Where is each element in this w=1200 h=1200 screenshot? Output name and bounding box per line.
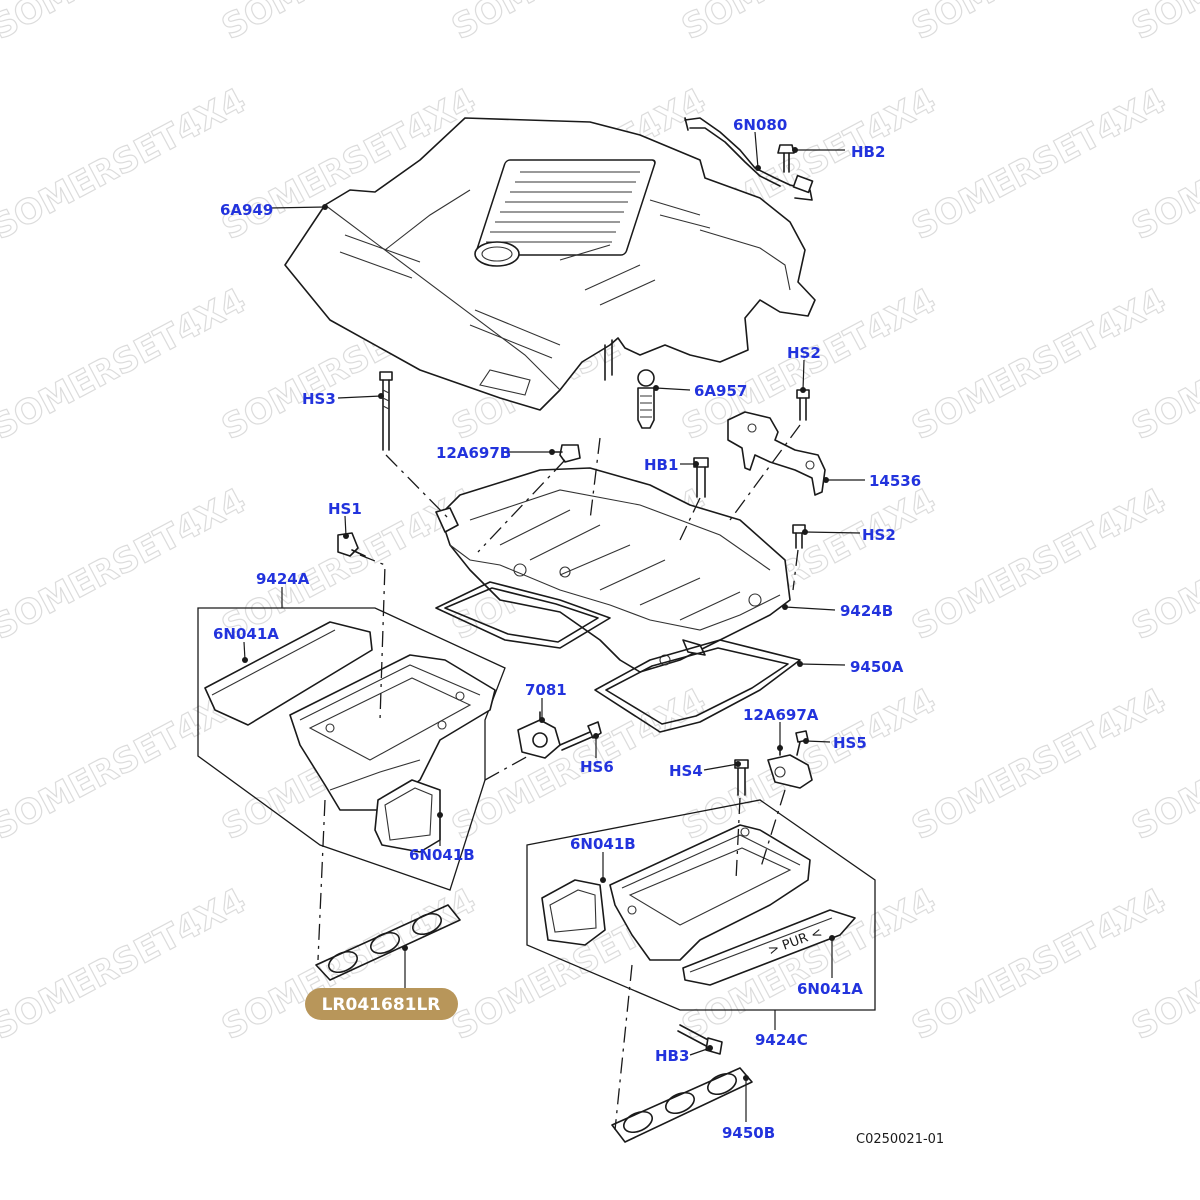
cover-plate-6N041A-left <box>204 621 373 726</box>
callout-6N041A-right: 6N041A <box>797 980 863 998</box>
watermark: SOMERSET4X4 <box>0 881 252 1048</box>
watermark: SOMERSET4X4 <box>0 481 252 648</box>
part-number-label: LR041681LR <box>322 995 441 1015</box>
callout-9450A: 9450A <box>850 658 904 676</box>
assembly-lines <box>317 424 801 1131</box>
sensor-12A697A <box>767 744 813 789</box>
callout-HB1: HB1 <box>644 456 678 474</box>
watermark: SOMERSET4X4 <box>215 0 482 48</box>
watermark: SOMERSET4X4 <box>675 0 942 48</box>
part-number-badge[interactable]: LR041681LR <box>305 988 458 1020</box>
callout-HS6: HS6 <box>580 758 614 776</box>
wiring-bracket-6N080 <box>684 117 814 201</box>
callout-9424A: 9424A <box>256 570 310 588</box>
watermark: SOMERSET4X4 <box>0 281 252 448</box>
callout-9450B: 9450B <box>722 1124 775 1142</box>
part-7081 <box>517 711 561 759</box>
cover-plate-6N041B-right <box>541 879 606 946</box>
watermark: SOMERSET4X4 <box>215 881 482 1048</box>
stud-HS2-top <box>796 389 810 421</box>
callout-9424B: 9424B <box>840 602 893 620</box>
watermark: SOMERSET4X4 <box>0 81 252 248</box>
leader-lines <box>242 131 865 1122</box>
callout-6N041A-left: 6N041A <box>213 625 279 643</box>
bracket-14536 <box>727 411 826 496</box>
callout-HB2: HB2 <box>851 143 885 161</box>
bolt-HB2 <box>777 144 795 173</box>
gasket-LR041681LR <box>315 904 461 981</box>
manifold-9424B <box>435 467 791 673</box>
callout-HS1: HS1 <box>328 500 362 518</box>
callouts: 6A949 6N080 HB2 HS2 6A957 HS3 12A697B HB… <box>213 116 921 1142</box>
callout-HB3: HB3 <box>655 1047 689 1065</box>
callout-12A697B: 12A697B <box>436 444 511 462</box>
callout-HS3: HS3 <box>302 390 336 408</box>
sensor-12A697B <box>553 444 581 463</box>
watermark: SOMERSET4X4 <box>0 0 252 48</box>
callout-14536: 14536 <box>869 472 921 490</box>
part-6A957 <box>637 369 655 429</box>
stud-HS1 <box>337 532 366 557</box>
callout-6N080: 6N080 <box>733 116 787 134</box>
drawing-reference: C0250021-01 <box>856 1132 944 1147</box>
gasket-9450B <box>611 1067 753 1143</box>
callout-7081: 7081 <box>525 681 567 699</box>
cover-plate-6N041B-left <box>374 779 441 853</box>
engine-cover <box>284 117 816 411</box>
callout-6A957: 6A957 <box>694 382 747 400</box>
callout-12A697A: 12A697A <box>743 706 819 724</box>
stud-HS3 <box>379 371 393 451</box>
callout-6A949: 6A949 <box>220 201 273 219</box>
gasket-9450A <box>435 581 801 733</box>
manifold-lower-9424A <box>289 654 496 811</box>
callout-HS5: HS5 <box>833 734 867 752</box>
callout-HS2-mid: HS2 <box>862 526 896 544</box>
callout-6N041B-left: 6N041B <box>409 846 475 864</box>
part-number-badge-bg <box>305 988 458 1020</box>
box-9424C <box>526 799 876 1011</box>
watermark: SOMERSET4X4 <box>445 0 712 48</box>
callout-HS2-top: HS2 <box>787 344 821 362</box>
manifold-lower-9424C <box>609 824 811 961</box>
callout-6N041B-right: 6N041B <box>570 835 636 853</box>
callout-9424C: 9424C <box>755 1031 808 1049</box>
watermark: SOMERSET4X4 <box>1125 0 1200 48</box>
callout-HS4: HS4 <box>669 762 703 780</box>
